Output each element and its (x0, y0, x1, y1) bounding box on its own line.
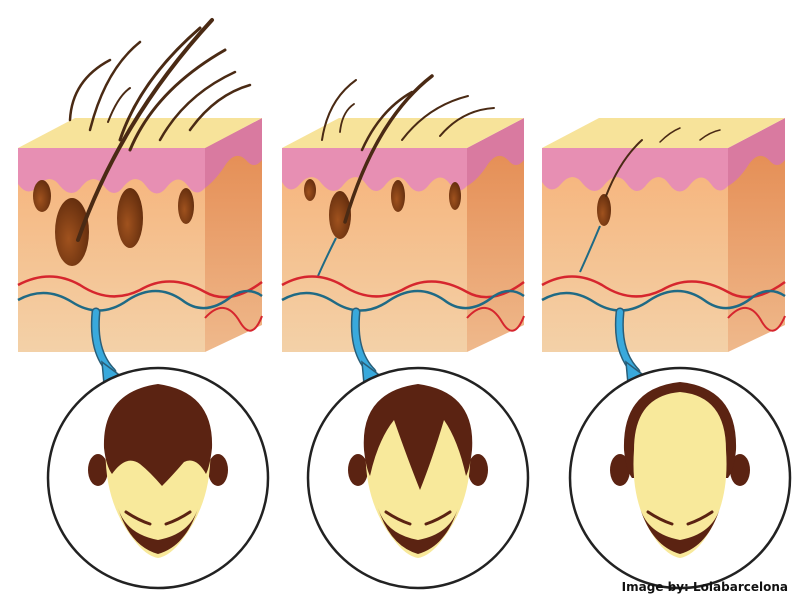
arrow-icon (350, 307, 388, 385)
epidermis-layer (542, 148, 728, 192)
head-bald (568, 366, 792, 590)
vein (281, 289, 525, 312)
skin-block-normal (17, 18, 263, 352)
head-ear (208, 454, 228, 486)
head-ear (730, 454, 750, 486)
hair-follicle (55, 198, 89, 266)
skin-block-thinning (281, 74, 525, 352)
vein (541, 289, 786, 312)
hair-follicle (449, 182, 461, 210)
hair-follicle (304, 179, 316, 201)
head-ear (610, 454, 630, 486)
vein (17, 289, 263, 312)
head-beard (118, 508, 198, 554)
artery (281, 275, 525, 299)
epidermis-layer (18, 148, 205, 194)
hair-follicle (33, 180, 51, 212)
head-beard (378, 508, 458, 554)
head-ear (348, 454, 368, 486)
head-hair (103, 384, 213, 486)
hair-follicle (391, 180, 405, 212)
head-full-hair (46, 366, 270, 590)
hair-follicle (178, 188, 194, 224)
skin-block-bald (541, 118, 786, 352)
head-receding-hair (306, 366, 530, 590)
head-eyebrows (384, 510, 452, 526)
epidermis-side (205, 118, 262, 188)
artery (17, 275, 263, 299)
head-beard (640, 508, 720, 554)
artery (541, 275, 786, 299)
hair-follicle (329, 191, 351, 239)
hair-follicle (597, 194, 611, 226)
vein (579, 225, 601, 273)
hair-strands (68, 18, 252, 242)
hair-strands (321, 74, 495, 224)
head-hair (363, 384, 473, 490)
hair-strands (605, 127, 721, 197)
head-eyebrows (646, 510, 714, 526)
vein (317, 237, 337, 277)
epidermis-layer (282, 148, 467, 192)
image-credit: Image by: Lolabarcelona (621, 580, 788, 594)
head-eyebrows (124, 510, 192, 526)
head-ear (88, 454, 108, 486)
head-ear (468, 454, 488, 486)
hair-follicle (117, 188, 143, 248)
